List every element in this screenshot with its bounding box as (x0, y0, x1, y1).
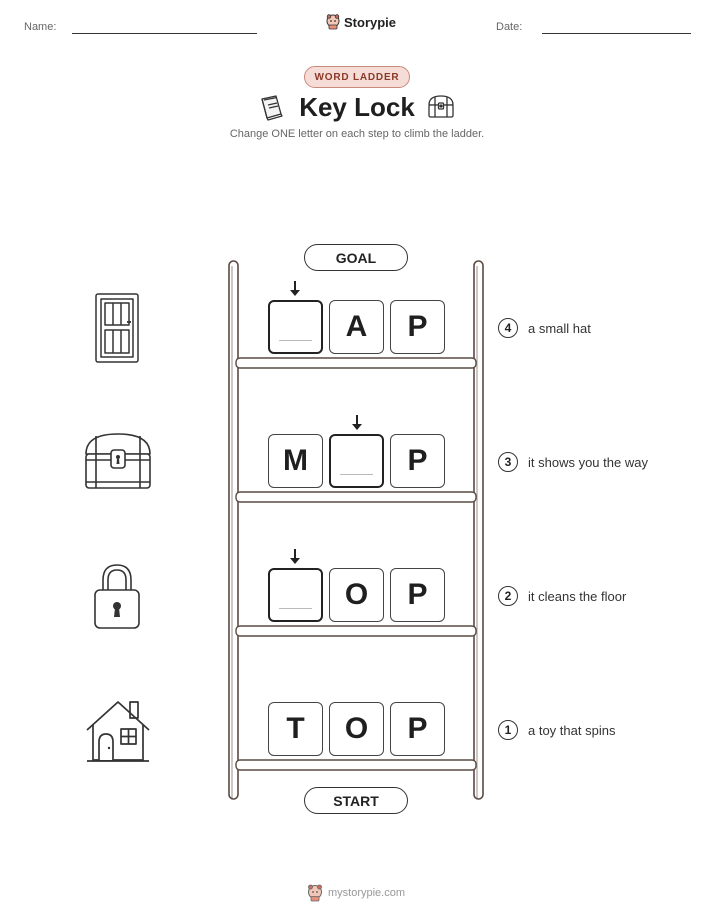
date-line[interactable] (542, 33, 691, 34)
tile-letter: P (407, 310, 428, 343)
tile-letter: O (344, 712, 369, 745)
treasure-chest-small-icon (428, 95, 454, 118)
name-label: Name: (24, 21, 57, 33)
letter-tile-1-2: O (329, 702, 384, 756)
letter-tile-4-3: P (390, 300, 445, 354)
tile-letter: P (407, 712, 428, 745)
write-line (340, 474, 373, 475)
brand-logo: Storypie (326, 14, 396, 30)
arrow-down-icon (352, 415, 362, 430)
arrow-down-icon (290, 549, 300, 564)
ladder-frame (228, 260, 484, 800)
letter-input-2-1[interactable] (268, 568, 323, 622)
clue-step-1: 1 a toy that spins (498, 720, 615, 740)
clue-step-4: 4 a small hat (498, 318, 591, 338)
tile-letter: O (344, 578, 369, 611)
letter-tile-4-2: A (329, 300, 384, 354)
letter-tile-3-1: M (268, 434, 323, 488)
goal-pill: GOAL (304, 244, 408, 271)
letter-tile-3-3: P (390, 434, 445, 488)
book-icon (261, 95, 283, 121)
step-number: 4 (498, 318, 518, 338)
letter-input-4-1[interactable] (268, 300, 323, 354)
step-number: 2 (498, 586, 518, 606)
step-number: 1 (498, 720, 518, 740)
house-icon (86, 701, 150, 762)
write-line (279, 608, 312, 609)
tile-letter: T (286, 712, 305, 745)
footer-site[interactable]: mystorypie.com (328, 887, 406, 899)
page-title: Key Lock (299, 92, 415, 122)
brand-name: Storypie (344, 14, 397, 30)
clue-text: a toy that spins (528, 722, 616, 738)
clue-text: it cleans the floor (528, 588, 627, 604)
footer: mystorypie.com (307, 884, 405, 902)
start-pill: START (304, 787, 408, 814)
letter-input-3-2[interactable] (329, 434, 384, 488)
letter-tile-2-3: P (390, 568, 445, 622)
padlock-icon (94, 564, 140, 629)
letter-tile-1-3: P (390, 702, 445, 756)
letter-tile-2-2: O (329, 568, 384, 622)
tile-letter: P (407, 578, 428, 611)
door-icon (95, 293, 139, 363)
tile-letter: A (345, 310, 368, 343)
storypie-mascot-icon (326, 14, 340, 30)
storypie-mascot-icon (308, 884, 322, 902)
letter-tile-1-1: T (268, 702, 323, 756)
clue-text: a small hat (528, 320, 591, 336)
clue-text: it shows you the way (528, 454, 648, 470)
word-ladder-badge: WORD LADDER (304, 66, 410, 88)
tile-letter: M (283, 444, 308, 477)
write-line (279, 340, 312, 341)
instructions: Change ONE letter on each step to climb … (229, 128, 485, 140)
date-label: Date: (496, 21, 523, 33)
clue-step-2: 2 it cleans the floor (498, 586, 626, 606)
clue-step-3: 3 it shows you the way (498, 452, 648, 472)
tile-letter: P (407, 444, 428, 477)
name-line[interactable] (72, 33, 257, 34)
step-number: 3 (498, 452, 518, 472)
arrow-down-icon (290, 281, 300, 296)
treasure-chest-icon (85, 433, 151, 489)
